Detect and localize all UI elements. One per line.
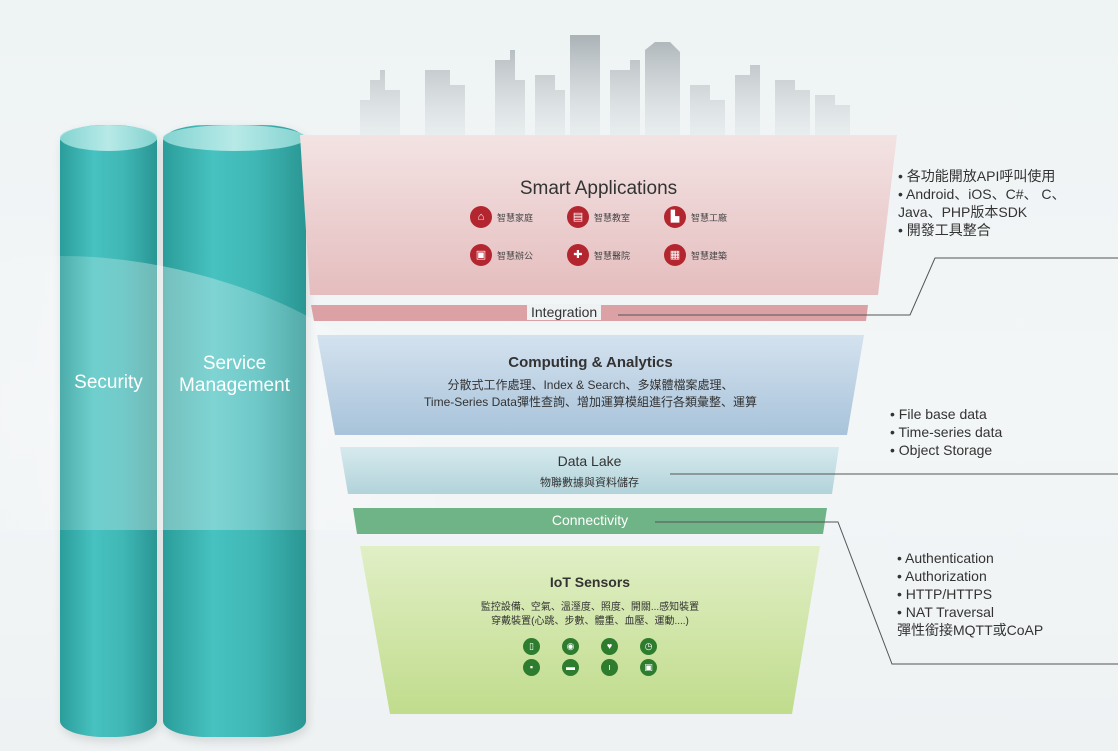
iot-sensors-shape: [360, 546, 820, 714]
note-data-lake: • File base data • Time-series data • Ob…: [890, 405, 1002, 459]
note-applications-line: • Android、iOS、C#、 C、: [898, 186, 1066, 202]
sensor-icons-row-2: ▪ ▬ ı ▣: [360, 659, 820, 676]
sensor-icons-row-1: ▯ ◉ ♥ ◷: [360, 638, 820, 655]
smart-applications-title: Smart Applications: [519, 178, 678, 199]
city-skyline-illustration: [360, 35, 850, 140]
iot-sensors-title: IoT Sensors: [549, 574, 631, 590]
app-smart-hospital: ✚智慧醫院: [566, 244, 630, 266]
note-data-lake-line: • Time-series data: [890, 424, 1003, 440]
note-connectivity: • Authentication • Authorization • HTTP/…: [897, 549, 1043, 639]
note-connectivity-line: • Authentication: [897, 550, 994, 566]
app-smart-classroom: ▤智慧教室: [566, 206, 630, 228]
computing-analytics-shape: [317, 335, 864, 435]
smart-applications-shape: [300, 135, 897, 295]
smart-applications-layer: Smart Applications ⌂智慧家庭 ▤智慧教室 ▙智慧工廠 ▣智慧…: [300, 135, 897, 295]
security-label: Security: [74, 372, 143, 393]
app-smart-factory: ▙智慧工廠: [664, 206, 727, 228]
note-connectivity-line: 彈性銜接MQTT或CoAP: [897, 622, 1044, 638]
camera-icon: ▪: [523, 659, 540, 676]
note-applications: • 各功能開放API呼叫使用 • Android、iOS、C#、 C、 Java…: [898, 167, 1066, 239]
heart-icon: ♥: [601, 638, 618, 655]
service-management-pillar: Service Management: [163, 125, 306, 737]
school-icon: ▤: [566, 206, 589, 228]
service-management-label-line1: Service: [202, 353, 267, 374]
iot-sensors-line2: 穿戴裝置(心跳、步數、體重、血壓、運動....): [491, 616, 689, 627]
connectivity-label: Connectivity: [551, 512, 629, 528]
phone-icon: ▯: [523, 638, 540, 655]
office-icon: ▣: [469, 244, 492, 266]
home-icon: ⌂: [469, 206, 492, 228]
data-lake-title: Data Lake: [557, 453, 622, 469]
sensor-icon: ◉: [562, 638, 579, 655]
data-lake-subtitle: 物聯數據與資料儲存: [540, 477, 639, 489]
apps-row-2: ▣智慧辦公 ✚智慧醫院 ▦智慧建築: [300, 244, 897, 266]
app-smart-building: ▦智慧建築: [664, 244, 727, 266]
note-data-lake-line: • File base data: [890, 406, 987, 422]
iot-sensors-layer: IoT Sensors 監控設備、空氣、溫溼度、照度、開關...感知裝置 穿戴裝…: [360, 546, 820, 714]
computing-line1: 分散式工作處理、Index & Search、多媒體檔案處理、: [447, 378, 734, 392]
note-applications-line: • 開發工具整合: [898, 222, 991, 238]
data-lake-layer: Data Lake 物聯數據與資料儲存: [340, 447, 839, 494]
computing-analytics-layer: Computing & Analytics 分散式工作處理、Index & Se…: [317, 335, 864, 435]
lock-icon: ▣: [640, 659, 657, 676]
factory-icon: ▙: [664, 206, 686, 228]
data-lake-shape: [340, 447, 839, 494]
building-icon: ▦: [664, 244, 686, 266]
computing-title: Computing & Analytics: [508, 354, 673, 371]
watch-icon: ◷: [640, 638, 657, 655]
note-connectivity-line: • Authorization: [897, 568, 987, 584]
app-smart-home: ⌂智慧家庭: [469, 206, 533, 228]
connectivity-layer: Connectivity: [353, 508, 827, 534]
hospital-icon: ✚: [566, 244, 589, 266]
note-applications-line: • 各功能開放API呼叫使用: [898, 168, 1056, 184]
note-connectivity-line: • NAT Traversal: [897, 604, 994, 620]
security-pillar: Security: [60, 125, 157, 737]
apps-row-1: ⌂智慧家庭 ▤智慧教室 ▙智慧工廠: [300, 206, 897, 228]
note-applications-line: Java、PHP版本SDK: [898, 204, 1028, 220]
thermometer-icon: ı: [601, 659, 618, 676]
app-smart-office: ▣智慧辦公: [469, 244, 533, 266]
integration-label: Integration: [527, 304, 602, 320]
service-management-label-line2: Management: [179, 375, 290, 396]
iot-sensors-line1: 監控設備、空氣、溫溼度、照度、開關...感知裝置: [480, 602, 700, 613]
note-connectivity-line: • HTTP/HTTPS: [897, 586, 993, 602]
note-data-lake-line: • Object Storage: [890, 442, 993, 458]
computing-line2: Time-Series Data彈性查詢、增加運算模組進行各類彙整、運算: [424, 395, 757, 409]
device-icon: ▬: [562, 659, 579, 676]
